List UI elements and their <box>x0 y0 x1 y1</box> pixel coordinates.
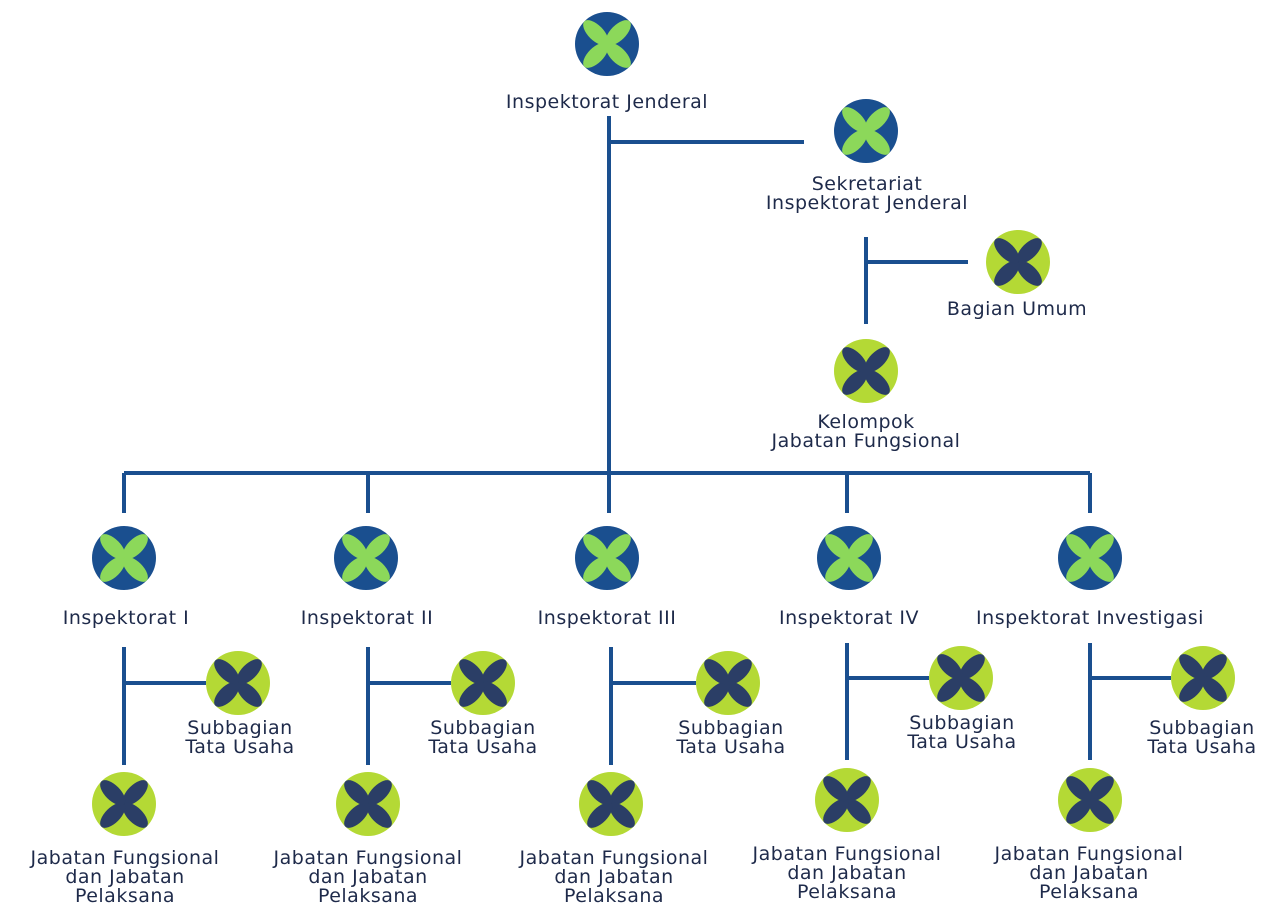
inspektorat-2-flower-icon-blue <box>334 526 398 590</box>
kelompok-label: Kelompok Jabatan Fungsional <box>771 411 961 452</box>
bagian-umum-label: Bagian Umum <box>946 298 1088 320</box>
subbagian-3-flower-icon-green <box>696 651 760 715</box>
jabatan-label-2: Jabatan Fungsional dan Jabatan Pelaksana <box>273 847 463 907</box>
kelompok-flower-icon-green <box>834 339 898 403</box>
subbagian-5-flower-icon-green <box>1171 646 1235 710</box>
subbagian-4-flower-icon-green <box>929 646 993 710</box>
subbagian-label-1: Subbagian Tata Usaha <box>185 717 295 758</box>
jabatan-3-flower-icon-green <box>579 772 643 836</box>
jabatan-4-flower-icon-green <box>815 768 879 832</box>
jabatan-5-flower-icon-green <box>1058 768 1122 832</box>
subbagian-2-flower-icon-green <box>451 651 515 715</box>
inspektorat-label-5: Inspektorat Investigasi <box>976 607 1204 629</box>
jabatan-label-3: Jabatan Fungsional dan Jabatan Pelaksana <box>519 847 709 907</box>
inspektorat-label-3: Inspektorat III <box>537 607 677 629</box>
root-label: Inspektorat Jenderal <box>505 91 709 113</box>
inspektorat-label-1: Inspektorat I <box>62 607 190 629</box>
inspektorat-4-flower-icon-blue <box>817 526 881 590</box>
jabatan-1-flower-icon-green <box>92 772 156 836</box>
secretariat-label: Sekretariat Inspektorat Jenderal <box>765 173 969 214</box>
inspektorat-label-4: Inspektorat IV <box>779 607 919 629</box>
subbagian-label-2: Subbagian Tata Usaha <box>428 717 538 758</box>
inspektorat-5-flower-icon-blue <box>1058 526 1122 590</box>
inspektorat-3-flower-icon-blue <box>575 526 639 590</box>
jabatan-label-1: Jabatan Fungsional dan Jabatan Pelaksana <box>30 847 220 907</box>
subbagian-label-3: Subbagian Tata Usaha <box>676 717 786 758</box>
secretariat-flower-icon-blue <box>834 99 898 163</box>
inspektorat-label-2: Inspektorat II <box>300 607 434 629</box>
jabatan-2-flower-icon-green <box>336 772 400 836</box>
jabatan-label-5: Jabatan Fungsional dan Jabatan Pelaksana <box>994 843 1184 903</box>
inspektorat-1-flower-icon-blue <box>92 526 156 590</box>
bagian-umum-flower-icon-green <box>986 230 1050 294</box>
subbagian-label-4: Subbagian Tata Usaha <box>907 712 1017 753</box>
subbagian-1-flower-icon-green <box>206 651 270 715</box>
jabatan-label-4: Jabatan Fungsional dan Jabatan Pelaksana <box>752 843 942 903</box>
root-flower-icon-blue <box>575 12 639 76</box>
subbagian-label-5: Subbagian Tata Usaha <box>1147 717 1257 758</box>
